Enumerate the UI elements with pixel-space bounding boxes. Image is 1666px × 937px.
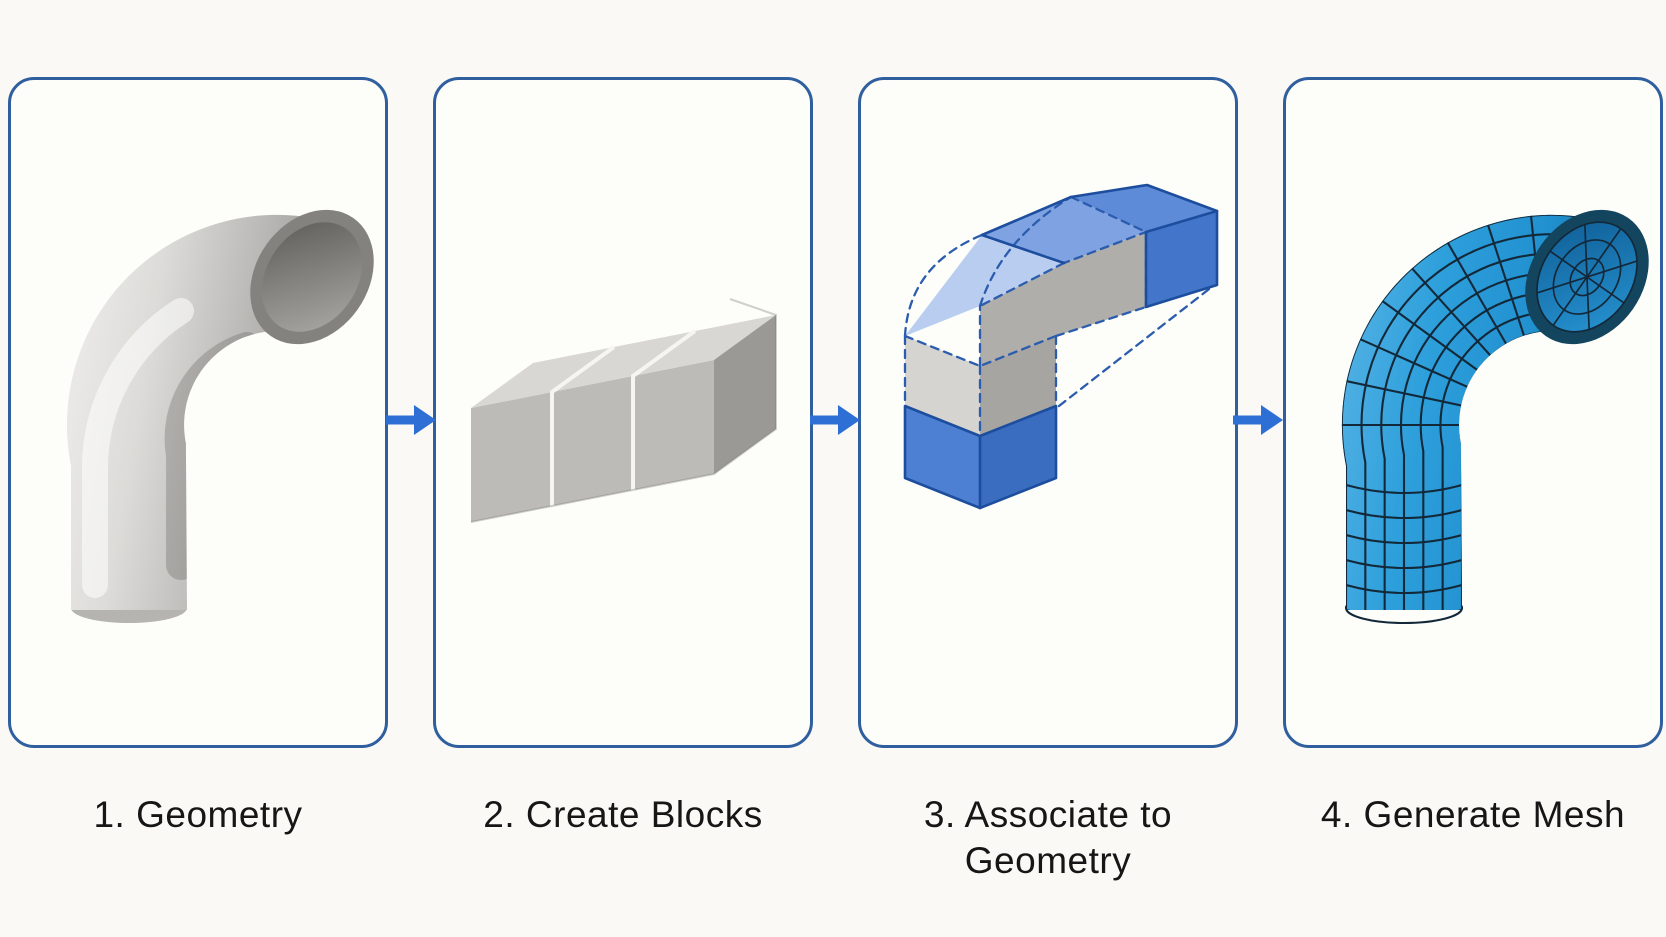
flow-arrow-icon-2 — [810, 405, 860, 435]
cube-bar-group — [470, 298, 777, 523]
flow-arrow-icon-3 — [1233, 405, 1283, 435]
pipe-opening — [250, 209, 374, 345]
step-label-1: 1. Geometry — [93, 794, 303, 835]
block-elbow-group — [903, 183, 1219, 510]
three-cubes-illustration — [470, 298, 777, 523]
step-column-4: 4. Generate Mesh — [1283, 77, 1663, 884]
meshed-elbow-group — [1341, 209, 1649, 625]
step-panel-associate — [858, 77, 1238, 748]
step-panel-geometry — [8, 77, 388, 748]
step-label-3: 3. Associate to Geometry — [923, 794, 1173, 881]
step-label-2: 2. Create Blocks — [483, 794, 763, 835]
flow-arrow-icon-1 — [386, 405, 436, 435]
step-column-2: 2. Create Blocks — [433, 77, 813, 884]
associated-blocks-illustration — [903, 183, 1219, 510]
workflow-columns: 1. Geometry 2. Create Blocks — [8, 77, 1663, 884]
step-panel-create-blocks — [433, 77, 813, 748]
step-column-3: 3. Associate to Geometry — [858, 77, 1238, 884]
mesh-opening — [1525, 209, 1649, 345]
step-label-4: 4. Generate Mesh — [1320, 794, 1626, 835]
gray-pipe-elbow-illustration — [66, 209, 374, 623]
step-column-1: 1. Geometry — [8, 77, 388, 884]
pipe-elbow-group — [66, 209, 374, 623]
step-panel-generate-mesh — [1283, 77, 1663, 748]
meshed-elbow-illustration — [1341, 209, 1649, 625]
